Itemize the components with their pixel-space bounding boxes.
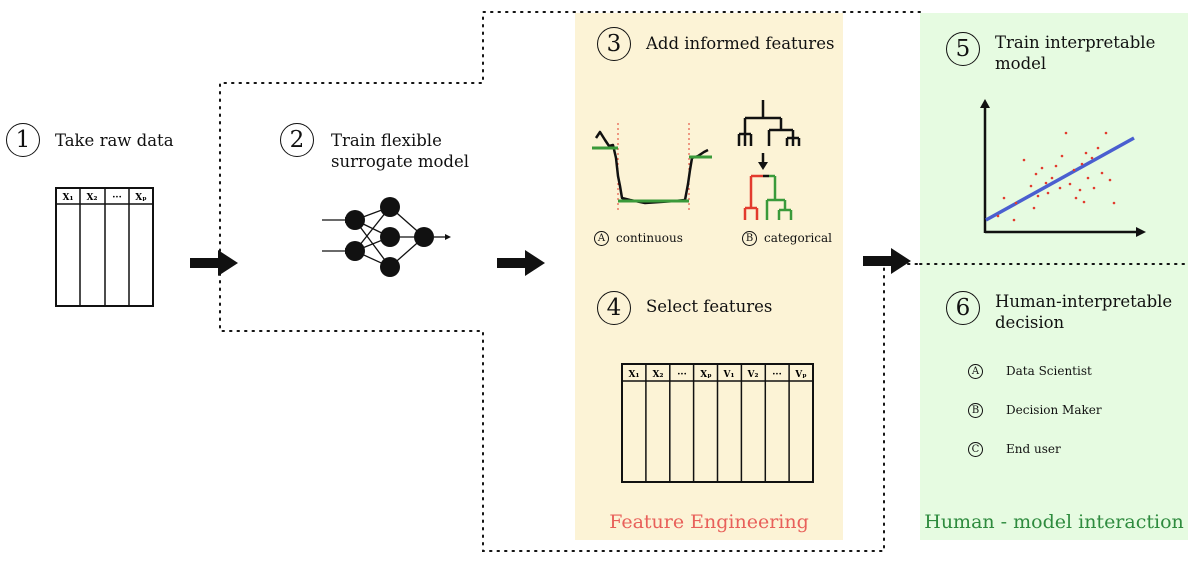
categorical-feature-tree [737,100,801,220]
arrow-3 [863,248,911,274]
dotted-path-bottom [219,263,921,552]
human-model-panel [920,13,1188,540]
categorical-marker: B [742,231,757,246]
continuous-label: continuous [616,231,683,245]
step-1-number: 1 [6,123,40,157]
feature-table-header: V₂ [747,370,759,380]
role-end-user: End user [1006,442,1061,456]
arrow-2 [497,250,545,276]
neural-network-icon [322,197,451,277]
step-2-number: 2 [280,123,314,157]
step-6-number: 6 [946,291,980,325]
feature-table-header: ··· [772,370,781,380]
interpretable-model-plot [980,99,1146,237]
selected-features-table: X₁ X₂ ··· Xₚ V₁ V₂ ··· Vₚ [621,363,814,483]
step-3-label: Add informed features [646,34,835,53]
arrow-1 [190,250,238,276]
role-marker-data-scientist: A [968,364,983,379]
feature-engineering-panel [575,13,843,540]
dotted-path-top [219,11,921,267]
raw-table-header: X₁ [63,193,74,203]
step-4-number: 4 [597,291,631,325]
role-marker-end-user: C [968,442,983,457]
role-data-scientist: Data Scientist [1006,364,1092,378]
step-2-label-line-2: surrogate model [331,152,470,171]
step-2-label-line-1: Train flexible [331,131,442,150]
raw-table-header: X₂ [87,193,98,203]
step-5-number: 5 [946,32,980,66]
step-5-label-line-1: Train interpretable [995,33,1156,52]
continuous-feature-plot [592,123,712,213]
feature-table-header: X₁ [629,370,640,380]
step-5-label-line-2: model [995,54,1047,73]
feature-table-header: Xₚ [700,370,711,380]
feature-table-header: V₁ [723,370,735,380]
feature-table-header: Vₚ [794,370,806,380]
step-6-label-line-1: Human-interpretable [995,292,1173,311]
role-marker-decision-maker: B [968,403,983,418]
raw-table-header: Xₚ [135,193,146,203]
human-model-title: Human - model interaction [924,511,1184,533]
feature-table-header: X₂ [653,370,664,380]
categorical-label: categorical [764,231,832,245]
step-6-label-line-2: decision [995,313,1065,332]
raw-table-header: ··· [112,193,121,203]
scatter-points [996,131,1116,222]
step-4-label: Select features [646,297,773,316]
feature-engineering-title: Feature Engineering [609,511,809,533]
raw-data-table: X₁ X₂ ··· Xₚ [55,187,154,307]
step-1-label: Take raw data [55,131,174,150]
role-decision-maker: Decision Maker [1006,403,1102,417]
step-3-number: 3 [597,27,631,61]
flow-arrows [190,248,911,276]
continuous-marker: A [594,231,609,246]
feature-table-header: ··· [677,370,686,380]
